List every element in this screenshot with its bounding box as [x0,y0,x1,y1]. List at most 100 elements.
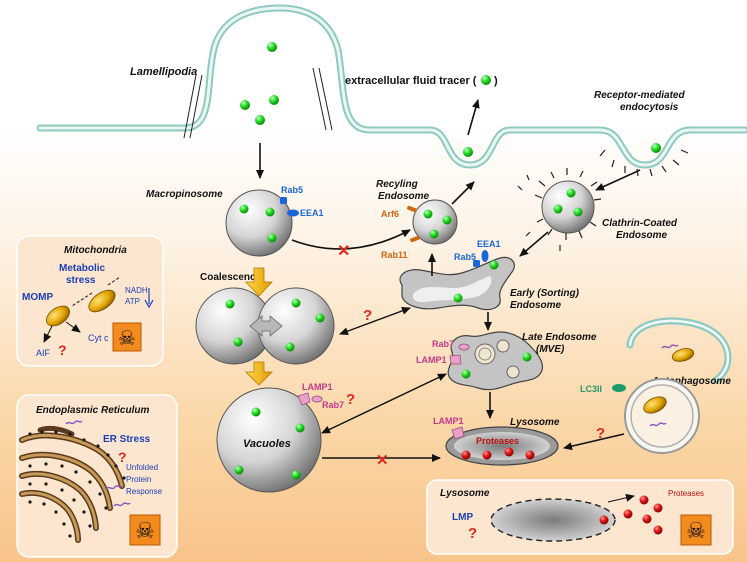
label-proteases-2: Proteases [668,489,704,498]
label-recycling-1: Recyling [376,179,418,190]
mitochondria-panel: Mitochondria Metabolic stress NADH ATP M… [16,235,164,367]
lamp1-marker-a [449,354,462,365]
label-lmp: LMP [452,512,473,523]
permeabilized-lysosome [490,498,616,542]
tracer-legend-dot [481,75,491,85]
label-clathrin-1: Clathrin-Coated [602,218,678,229]
question-mark-icon-5: ? [118,449,127,465]
rab11-marker [410,235,420,243]
late-endosome [447,331,544,391]
block-x-icon: ✕ [337,243,350,260]
label-upr-3: Response [126,487,163,496]
label-late-1: Late Endosome [522,332,597,343]
autophagosome [624,378,700,454]
lysosome [445,426,559,466]
eea1-marker-a [287,209,299,217]
arf6-marker [407,205,417,213]
label-mito-title: Mitochondria [64,245,127,256]
er-panel: Endoplasmic Reticulum ER Stress [16,394,178,558]
coalescing-vesicles [195,287,335,365]
early-endosome [399,256,515,311]
yellow-arrow-vacuole [245,361,273,386]
skull-crossbones-icon-er: ☠ [129,514,161,546]
phagophore [626,317,732,384]
mitochondrion-icon [46,289,116,327]
label-lamellipodia: Lamellipodia [130,66,197,78]
label-upr-1: Unfolded [126,463,158,472]
arrow-vacuole-late [321,373,447,434]
vacuole [216,387,322,493]
lmp-panel: Lysosome LMP ? Proteases ☠ [426,479,734,555]
label-cytc: Cyt c [88,333,109,343]
block-x-icon-2: ✕ [376,452,389,469]
arrow-pit-to-ccv [595,169,641,191]
misfolded-proteins [65,420,131,507]
macropinosome [225,189,293,257]
lc3-marker [612,384,626,392]
arrow-coalescence-early [339,307,411,335]
label-autophagosome: Autophagosome [651,376,731,387]
label-aif: AIF [36,348,51,358]
fusion-double-arrow [249,315,283,337]
label-late-2: (MVE) [536,344,565,355]
label-rab5-a: Rab5 [281,185,303,195]
label-er-stress: ER Stress [103,434,151,445]
yellow-arrow-coalescence [245,267,273,297]
svg-text:☠: ☠ [135,518,155,543]
label-upr-2: Protein [126,475,151,484]
rab7-marker-a [458,343,470,351]
label-tracer-close: ) [494,75,498,87]
label-early-1: Early (Sorting) [510,288,580,299]
label-arf6: Arf6 [381,209,399,219]
svg-text:☠: ☠ [118,328,136,350]
label-lysosome: Lysosome [510,417,560,428]
label-coalescence: Coalescence [200,272,262,283]
rab5-marker-b [473,260,480,267]
question-mark-icon-1: ? [363,307,372,324]
label-lc3: LC3II [580,384,602,394]
question-mark-icon-3: ? [596,425,605,442]
clathrin-coated-endosome [517,168,602,251]
label-eea1-a: EEA1 [300,208,324,218]
label-momp: MOMP [22,292,53,303]
label-lamp1-c: LAMP1 [433,416,464,426]
label-receptor-1: Receptor-mediated [594,90,685,101]
recycling-endosome [412,199,458,245]
label-vacuoles: Vacuoles [243,438,291,450]
skull-crossbones-icon: ☠ [112,322,142,352]
skull-crossbones-icon-lmp: ☠ [680,514,712,546]
svg-text:☠: ☠ [686,518,706,543]
tracer-dots-surface [240,42,661,157]
label-rab11: Rab11 [381,250,408,260]
er-ribosomes [28,430,126,538]
arrow-recycling-out [451,181,475,205]
label-early-2: Endosome [510,300,562,311]
label-metabolic-2: stress [66,275,96,286]
clathrin-coat-pit [599,149,689,177]
lamp1-marker-b [297,392,311,406]
question-mark-icon-2: ? [346,391,355,408]
label-nadh: NADH [125,286,148,295]
label-proteases: Proteases [476,436,519,446]
label-lamp1-a: LAMP1 [416,355,447,365]
label-rab5-b: Rab5 [454,252,476,262]
arrow-exocytosis [467,99,480,136]
label-macropinosome: Macropinosome [146,189,223,200]
rab5-marker-a [280,197,287,204]
rab7-marker-b [311,395,323,403]
label-lamp1-b: LAMP1 [302,382,333,392]
question-mark-icon-6: ? [468,525,477,542]
arrow-ccv-to-early [519,231,549,257]
label-eea1-b: EEA1 [477,239,501,249]
arrow-macro-to-recycling [291,229,411,250]
label-receptor-2: endocytosis [620,102,679,113]
plasma-membrane [36,4,747,169]
label-clathrin-2: Endosome [616,230,668,241]
label-tracer: extracellular fluid tracer ( [345,75,477,87]
eea1-marker-b [481,250,489,262]
label-recycling-2: Endosome [378,191,430,202]
label-atp: ATP [125,297,140,306]
label-er-title: Endoplasmic Reticulum [36,405,149,416]
